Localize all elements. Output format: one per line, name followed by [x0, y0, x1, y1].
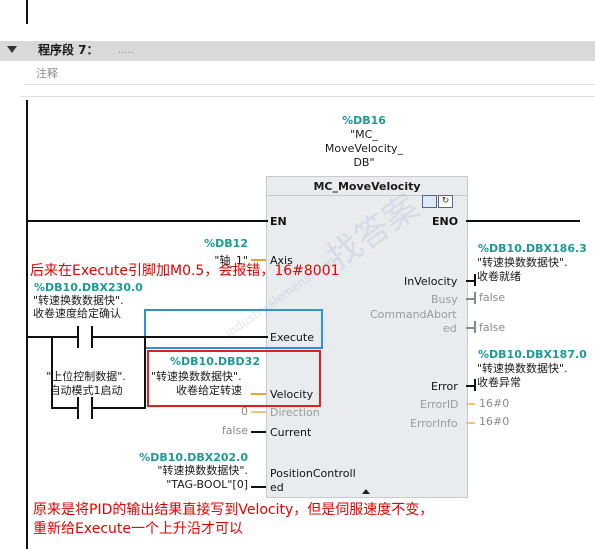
branch-right-vertical: [144, 336, 146, 408]
axis-wire: [251, 259, 266, 261]
execute-highlight-box: [144, 309, 323, 349]
annotation-execute-error: 后来在Execute引脚加M0.5，会报错，16#8001: [30, 263, 340, 279]
current-wire: [251, 431, 266, 433]
error-wire: [466, 385, 475, 387]
en-rung-wire: [26, 220, 268, 222]
velocity-line2: 收卷给定转速: [176, 384, 242, 397]
busy-value[interactable]: false: [479, 291, 506, 304]
mc-movevelocity-block[interactable]: MC_MoveVelocity ↻: [266, 176, 468, 498]
pin-busy[interactable]: Busy: [431, 293, 458, 306]
in-velocity-line2: 收卷就绪: [477, 270, 521, 283]
position-controlled-line2: "TAG-BOOL"[0]: [166, 478, 248, 491]
eno-rung-wire: [466, 220, 580, 222]
pin-direction[interactable]: Direction: [270, 406, 320, 419]
comment-label: 注释: [36, 67, 58, 80]
ladder-top-border: [20, 96, 595, 97]
auto-mode-contact-line2: 自动模式1启动: [49, 384, 123, 397]
pin-command-aborted-2[interactable]: ed: [443, 322, 457, 335]
pin-position-controlled-2[interactable]: ed: [270, 481, 284, 494]
busy-wire: [466, 298, 475, 300]
velocity-address: %DB10.DBD32: [170, 355, 260, 368]
current-value[interactable]: false: [221, 424, 248, 437]
error-address: %DB10.DBX187.0: [478, 348, 587, 361]
error-id-wire: [466, 403, 475, 405]
error-info-wire: [466, 422, 475, 424]
instance-db-name-2: MoveVelocity_: [324, 142, 404, 155]
direction-value[interactable]: 0: [241, 405, 248, 418]
position-controlled-wire: [251, 486, 266, 488]
network-header[interactable]: 程序段 7： .....: [0, 41, 595, 61]
execute-contact-line2: 收卷速度给定确认: [33, 307, 121, 320]
pin-velocity[interactable]: Velocity: [270, 388, 314, 401]
pin-en[interactable]: EN: [270, 215, 287, 228]
branch-left-vertical: [51, 336, 53, 408]
execute-contact-address: %DB10.DBX230.0: [34, 281, 143, 294]
error-info-value[interactable]: 16#0: [479, 415, 510, 428]
in-velocity-wire: [466, 280, 475, 282]
previous-network-rail: [26, 0, 28, 24]
auto-mode-wire-left: [51, 407, 77, 409]
pin-command-aborted-1[interactable]: CommandAbort: [370, 308, 457, 321]
block-expand-icon[interactable]: [362, 489, 370, 494]
instance-db-address: %DB16: [342, 114, 386, 127]
auto-mode-wire-right: [91, 407, 146, 409]
error-wire-end: [474, 379, 476, 391]
pin-current[interactable]: Current: [270, 426, 312, 439]
in-velocity-line1: "转速换数数据快".: [477, 256, 568, 269]
in-velocity-address: %DB10.DBX186.3: [478, 242, 587, 255]
in-velocity-wire-end: [474, 274, 476, 286]
block-help-icon[interactable]: ↻: [438, 195, 453, 208]
pin-in-velocity[interactable]: InVelocity: [404, 275, 458, 288]
execute-contact-line1: "转速换数数据快".: [33, 294, 124, 307]
pin-eno[interactable]: ENO: [432, 215, 459, 228]
velocity-highlight-box: [147, 350, 321, 407]
velocity-line1: "转速换数数据快".: [151, 370, 242, 383]
axis-value[interactable]: "轴_1": [214, 254, 248, 267]
block-type-label: MC_MoveVelocity: [313, 180, 421, 193]
pin-error[interactable]: Error: [431, 380, 458, 393]
pin-execute[interactable]: Execute: [270, 331, 314, 344]
command-aborted-wire: [466, 327, 475, 329]
execute-wire-right: [91, 336, 268, 338]
position-controlled-address: %DB10.DBX202.0: [139, 451, 248, 464]
network-title-extra[interactable]: .....: [118, 45, 134, 56]
instance-db-name-1: "MC_: [350, 128, 378, 141]
instance-db-name-3: DB": [353, 156, 375, 169]
pin-position-controlled-1[interactable]: PositionControll: [270, 467, 356, 480]
command-aborted-value[interactable]: false: [479, 321, 506, 334]
error-line1: "转速换数数据快".: [477, 362, 568, 375]
command-aborted-wire-end: [474, 321, 476, 333]
pin-axis[interactable]: Axis: [270, 254, 293, 267]
error-id-value[interactable]: 16#0: [479, 397, 510, 410]
pin-error-id[interactable]: ErrorID: [420, 398, 459, 411]
auto-mode-contact-line1: "上位控制数据".: [46, 370, 126, 383]
network-title: 程序段 7：: [38, 43, 99, 57]
block-properties-icon[interactable]: [422, 195, 437, 208]
collapse-arrow-icon[interactable]: [7, 46, 17, 53]
error-line2: 收卷异常: [477, 376, 521, 389]
power-rail: [26, 100, 28, 549]
position-controlled-line1: "转速换数数据快".: [157, 464, 248, 477]
pin-error-info[interactable]: ErrorInfo: [410, 417, 458, 430]
annotation-pid-line1: 原来是将PID的输出结果直接写到Velocity，但是伺服速度不变，: [33, 502, 434, 518]
annotation-pid-line2: 重新给Execute一个上升沿才可以: [33, 521, 243, 537]
network-comment[interactable]: 注释: [24, 64, 595, 85]
block-header-divider: [267, 195, 467, 196]
busy-wire-end: [474, 292, 476, 304]
velocity-wire: [251, 393, 266, 395]
axis-address: %DB12: [204, 237, 248, 250]
direction-wire: [251, 411, 266, 413]
